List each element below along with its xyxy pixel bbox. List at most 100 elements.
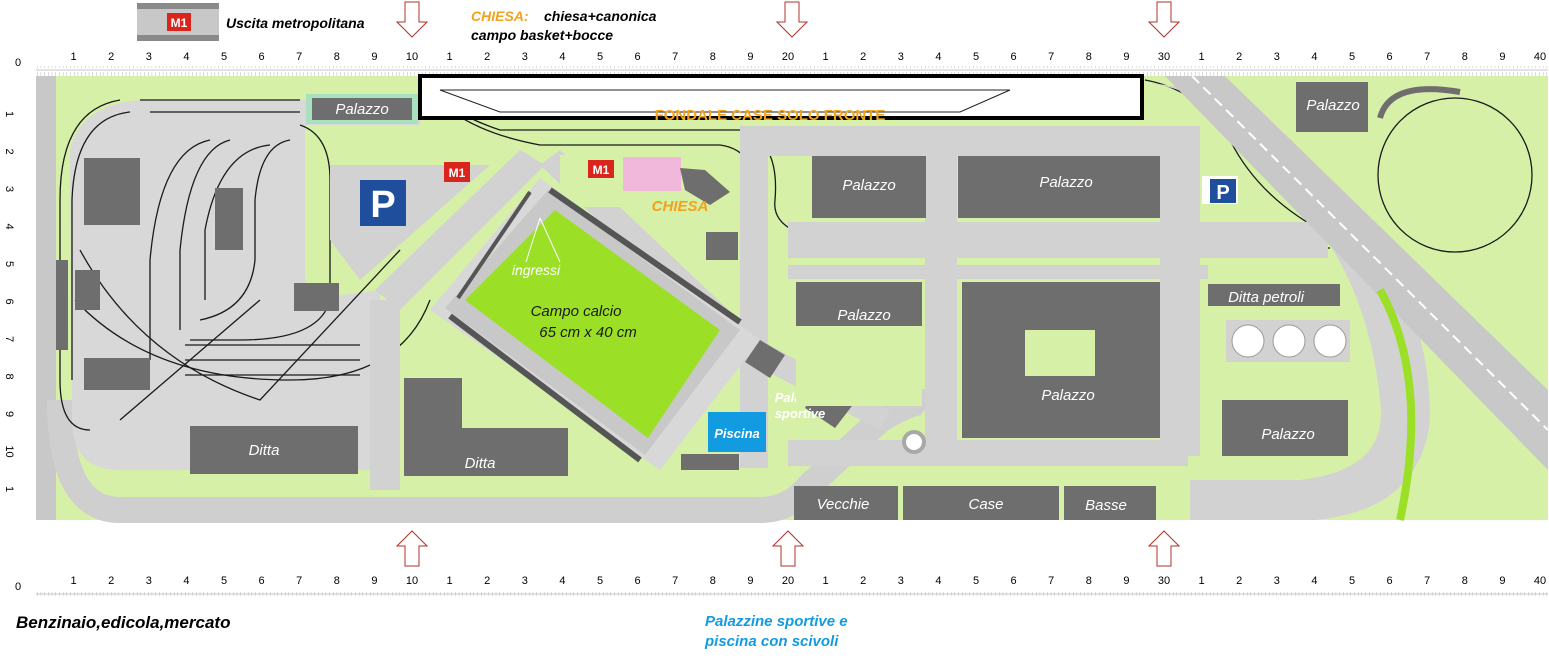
ruler-tick-label: 2 xyxy=(1236,51,1242,63)
palazzo-c[interactable] xyxy=(796,282,922,326)
ruler-tick-label: 6 xyxy=(635,51,641,63)
old-houses-3-label: Basse xyxy=(1085,497,1127,514)
ruler-tick-label: 9 xyxy=(1123,51,1129,63)
ruler-tick-label: 3 xyxy=(522,51,528,63)
ditta-center[interactable] xyxy=(404,378,568,476)
ruler-zero-top: 0 xyxy=(15,57,21,69)
ruler-tick-label: 30 xyxy=(1158,575,1170,587)
ruler-tick-label: 6 xyxy=(1011,51,1017,63)
side-ruler-tick-label: 2 xyxy=(3,148,15,154)
left-building-4 xyxy=(294,283,339,311)
metro-icon xyxy=(588,160,614,178)
ruler-tick-label: 9 xyxy=(1499,51,1505,63)
legend-metro-exit: Uscita metropolitana xyxy=(226,15,365,31)
ruler-tick-label: 1 xyxy=(71,51,77,63)
metro-icon xyxy=(444,162,470,182)
palazzo-top-right[interactable] xyxy=(1296,82,1368,132)
old-houses-1[interactable] xyxy=(794,486,898,520)
ruler-tick-label: 3 xyxy=(146,51,152,63)
side-ruler-tick-label: 4 xyxy=(3,223,15,229)
old-houses-2-label: Case xyxy=(968,496,1003,513)
up-arrow-icon xyxy=(1147,530,1181,567)
ruler-tick-label: 3 xyxy=(146,575,152,587)
ruler-zero-bottom: 0 xyxy=(15,581,21,593)
ruler-tick-label: 7 xyxy=(672,51,678,63)
metro-icon-text: M1 xyxy=(593,163,610,177)
ruler-tick-label: 5 xyxy=(221,51,227,63)
ruler-tick-label: 5 xyxy=(973,575,979,587)
palazzo-bottom-right-label: Palazzo xyxy=(1261,426,1314,443)
metro-icon-text: M1 xyxy=(171,16,188,30)
ruler-tick-label: 6 xyxy=(1387,51,1393,63)
palazzo-b[interactable] xyxy=(958,156,1160,218)
small-block xyxy=(681,454,739,470)
metro-icon-text: M1 xyxy=(449,166,466,180)
palazzo-c-label: Palazzo xyxy=(837,307,890,324)
ruler-tick-label: 8 xyxy=(1086,51,1092,63)
legend-church-title: CHIESA: xyxy=(471,8,529,24)
green-strip xyxy=(1376,288,1416,521)
old-houses-3[interactable] xyxy=(1064,486,1156,520)
ruler-tick-label: 8 xyxy=(1462,51,1468,63)
palazzo-top-left xyxy=(312,98,412,120)
ruler-tick-label: 2 xyxy=(484,575,490,587)
side-ruler-tick-label: 1 xyxy=(3,111,15,117)
ruler-tick-label: 4 xyxy=(559,575,565,587)
ruler-tick-label: 8 xyxy=(334,51,340,63)
ruler-tick-label: 2 xyxy=(484,51,490,63)
side-ruler-tick-label: 5 xyxy=(3,261,15,267)
ruler-tick-label: 1 xyxy=(823,51,829,63)
sports-label-2: sportive xyxy=(775,406,826,421)
ruler-tick-label: 1 xyxy=(1199,51,1205,63)
field-label-1: Campo calcio xyxy=(531,303,622,320)
left-building-2 xyxy=(75,270,100,310)
footer-sports-note-1: Palazzine sportive e xyxy=(705,613,848,630)
ruler-tick-label: 2 xyxy=(860,51,866,63)
highway xyxy=(1165,76,1548,470)
ruler-tick-label: 7 xyxy=(296,51,302,63)
palazzo-top-left-label: Palazzo xyxy=(335,101,388,118)
top-arrows xyxy=(395,1,1181,38)
palazzo-bottom-right[interactable] xyxy=(1222,400,1348,456)
palazzo-a[interactable] xyxy=(812,156,926,218)
pool[interactable] xyxy=(708,412,766,452)
soccer-field-group: Campo calcio 65 cm x 40 cm ingressi xyxy=(430,178,760,470)
ruler-tick-label: 6 xyxy=(635,575,641,587)
ditta-left[interactable] xyxy=(190,426,358,474)
ruler-tick-label: 40 xyxy=(1534,575,1546,587)
ruler-tick-label: 8 xyxy=(1462,575,1468,587)
ruler-tick-label: 1 xyxy=(71,575,77,587)
ruler-tick-label: 3 xyxy=(522,575,528,587)
ruler-tick-label: 6 xyxy=(259,51,265,63)
footer-fuel-note: Benzinaio,edicola,mercato xyxy=(16,613,230,632)
parking-icon xyxy=(360,180,406,226)
diagonal-road-2 xyxy=(540,150,890,430)
left-building-3 xyxy=(84,358,150,390)
oil-tank-icon xyxy=(1313,324,1347,358)
legend: M1 Uscita metropolitana CHIESA: chiesa+c… xyxy=(137,3,657,43)
soccer-field[interactable] xyxy=(465,210,720,438)
ruler-tick-label: 8 xyxy=(1086,575,1092,587)
ruler-tick-label: 7 xyxy=(1048,51,1054,63)
footer-sports-note-2: piscina con scivoli xyxy=(704,633,839,650)
legend-church-desc-1: chiesa+canonica xyxy=(544,8,657,24)
ruler-tick-label: 9 xyxy=(371,575,377,587)
ruler-tick-label: 6 xyxy=(1011,575,1017,587)
ruler-tick-label: 9 xyxy=(747,575,753,587)
ruler-tick-label: 3 xyxy=(898,51,904,63)
ruler-tick-label: 1 xyxy=(1199,575,1205,587)
old-houses-2[interactable] xyxy=(903,486,1059,520)
track-loop-circle xyxy=(1377,97,1533,253)
ruler-tick-label: 8 xyxy=(710,575,716,587)
ruler-tick-label: 7 xyxy=(1048,575,1054,587)
church-annex xyxy=(706,232,738,260)
ditta-center-label: Ditta xyxy=(465,455,496,472)
ruler-tick-label: 5 xyxy=(597,575,603,587)
ruler-tick-label: 1 xyxy=(447,51,453,63)
oil-company-building[interactable] xyxy=(1208,284,1340,306)
ruler-tick-label: 3 xyxy=(1274,51,1280,63)
ruler-tick-label: 2 xyxy=(1236,575,1242,587)
